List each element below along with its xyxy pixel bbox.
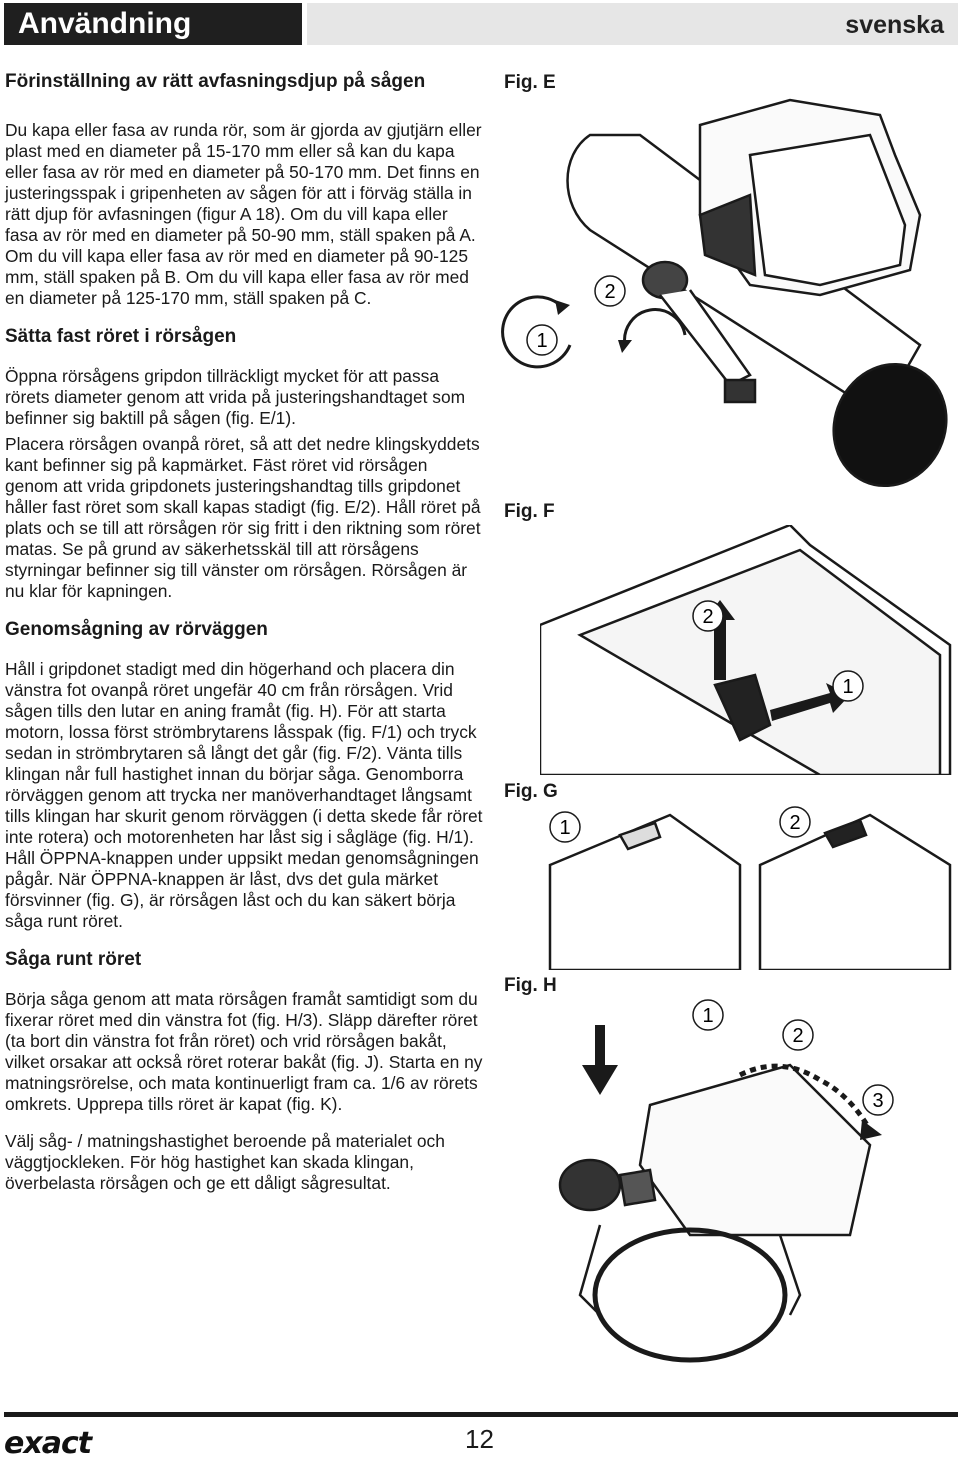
section-paragraph: Du kapa eller fasa av runda rör, som är … xyxy=(5,120,482,308)
page-number: 12 xyxy=(465,1424,494,1454)
fig-e-callout-1: 1 xyxy=(526,324,558,356)
svg-text:1: 1 xyxy=(559,817,570,839)
section-paragraph: Håll i gripdonet stadigt med din högerha… xyxy=(5,659,483,931)
svg-text:2: 2 xyxy=(702,606,713,628)
fig-g-illustration: 1 2 xyxy=(548,806,952,970)
fig-f-callout-1: 1 xyxy=(832,670,864,702)
svg-text:2: 2 xyxy=(789,812,800,834)
fig-f-illustration: 2 1 xyxy=(540,525,952,775)
fig-e-label: Fig. E xyxy=(504,72,556,93)
svg-text:1: 1 xyxy=(702,1005,713,1027)
header-title-block: Användning xyxy=(4,3,302,45)
section-paragraph: Välj såg- / matningshastighet beroende p… xyxy=(5,1131,445,1193)
text-column: Förinställning av rätt avfasningsdjup på… xyxy=(5,70,483,1194)
fig-g-callout-1: 1 xyxy=(549,811,581,843)
fig-e-callout-2: 2 xyxy=(594,275,626,307)
brand-logo: exact xyxy=(4,1426,92,1461)
header-language: svenska xyxy=(845,11,944,39)
section-paragraph: Placera rörsågen ovanpå röret, så att de… xyxy=(5,434,481,601)
section-heading-preset: Förinställning av rätt avfasningsdjup på… xyxy=(5,71,426,92)
fig-h-label: Fig. H xyxy=(504,975,557,996)
section-heading-saw-around: Såga runt röret xyxy=(5,949,142,970)
fig-h-callout-2: 2 xyxy=(782,1019,814,1051)
header-title: Användning xyxy=(18,7,192,40)
section-paragraph: Öppna rörsågens gripdon tillräckligt myc… xyxy=(5,366,466,428)
svg-text:1: 1 xyxy=(842,676,853,698)
svg-text:1: 1 xyxy=(536,330,547,352)
fig-f-callout-2: 2 xyxy=(692,600,724,632)
page-header: Användning svenska xyxy=(4,3,958,45)
fig-f-label: Fig. F xyxy=(504,501,555,522)
fig-h-illustration: 1 2 3 xyxy=(558,999,894,1363)
svg-text:2: 2 xyxy=(792,1025,803,1047)
fig-e-illustration: 1 2 xyxy=(501,98,948,488)
fig-g-callout-2: 2 xyxy=(779,806,811,838)
section-paragraph: Börja såga genom att mata rörsågen framå… xyxy=(5,989,483,1114)
fig-h-callout-1: 1 xyxy=(692,999,724,1031)
section-heading-cut-through: Genomsågning av rörväggen xyxy=(5,619,268,640)
footer-rule xyxy=(4,1412,958,1417)
svg-text:3: 3 xyxy=(872,1090,883,1112)
header-language-block: svenska xyxy=(307,3,958,45)
fig-h-callout-3: 3 xyxy=(862,1084,894,1116)
fig-g-label: Fig. G xyxy=(504,781,558,802)
section-heading-fasten: Sätta fast röret i rörsågen xyxy=(5,326,237,347)
svg-text:2: 2 xyxy=(604,281,615,303)
